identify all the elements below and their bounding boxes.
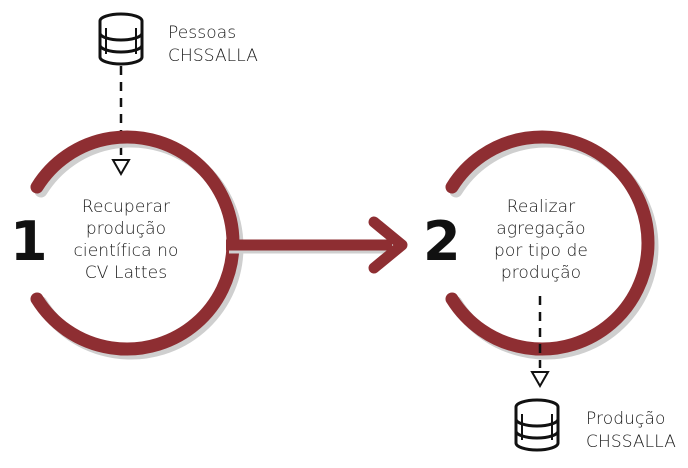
step-arrow <box>226 216 408 274</box>
arrowhead-down-icon <box>111 159 131 177</box>
source-db-label-line2: CHSSALLA <box>168 46 258 66</box>
step2-text: Realizar agregação por tipo de produção <box>471 196 611 284</box>
step1-line: Recuperar <box>81 197 171 217</box>
output-database-icon <box>514 398 560 452</box>
step1-line: científica no <box>73 241 179 261</box>
step2-line: agregação <box>496 219 586 239</box>
step2-number: 2 <box>423 210 461 273</box>
step2-line: produção <box>500 263 582 283</box>
step2-ring <box>445 130 659 360</box>
arrowhead-down-icon <box>530 371 550 389</box>
source-db-label-line1: Pessoas <box>168 23 237 43</box>
step1-number: 1 <box>10 210 48 273</box>
step1-line: CV Lattes <box>84 263 168 283</box>
step2-line: por tipo de <box>494 241 588 261</box>
output-db-label-line2: CHSSALLA <box>586 432 676 452</box>
step1-line: produção <box>85 219 167 239</box>
output-db-label-line1: Produção <box>586 409 666 429</box>
step1-text: Recuperar produção científica no CV Latt… <box>56 196 196 284</box>
source-database-icon <box>98 12 144 66</box>
step2-line: Realizar <box>506 197 576 217</box>
